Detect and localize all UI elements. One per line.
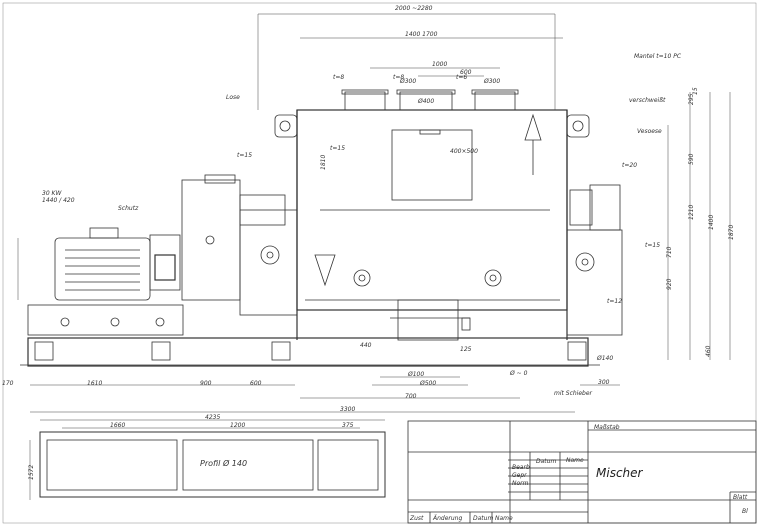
nozzle-mid [399, 91, 453, 111]
dim-base-375: 375 [342, 422, 354, 429]
label-t6: t=6 [456, 74, 468, 81]
dim-right-460: 460 [705, 345, 712, 357]
gearbox [181, 179, 241, 301]
tb-blatt: Blatt [733, 494, 748, 501]
right-drive [589, 184, 621, 231]
nozzle-right [474, 91, 516, 111]
label-lose: Lose [226, 94, 240, 101]
label-schieber: mit Schieber [554, 390, 593, 397]
dim-600: 600 [460, 69, 472, 76]
tb-name: Name [566, 457, 584, 464]
label-vesoese: Vesoese [637, 128, 662, 135]
label-t15-left: t=15 [237, 152, 253, 159]
label-profil: Profil Ø 140 [200, 459, 248, 468]
dim-overall-width: 2000 ~2280 [395, 5, 433, 12]
left-plate [239, 209, 298, 316]
tb-datum: Datum [536, 458, 557, 465]
lug-left [274, 114, 298, 138]
right-plate [566, 229, 623, 336]
label-t20: t=20 [622, 162, 638, 169]
dim-right-1400: 1400 [708, 214, 715, 230]
tb-datum2: Datum [473, 515, 494, 522]
lug-right [566, 114, 590, 138]
label-t8b: t=8 [393, 74, 405, 81]
motor [54, 237, 151, 301]
tb-bl: Bl [742, 508, 748, 515]
base-frame [27, 337, 589, 367]
dim-bottom-100: Ø100 [408, 371, 425, 378]
plan-base [39, 431, 386, 498]
dim-left-170: 170 [2, 380, 14, 387]
dim-d140: Ø140 [597, 355, 614, 362]
label-motor: 30 KW 1440 / 420 [42, 190, 75, 204]
tb-norm: Norm [512, 480, 529, 487]
dim-bottom-600: 600 [250, 380, 262, 387]
dim-440: 440 [360, 342, 372, 349]
dim-weld-125: 125 [460, 346, 472, 353]
title-block [407, 420, 757, 524]
dim-right-710: 710 [666, 246, 673, 258]
label-t15-right: t=15 [645, 242, 661, 249]
label-verschweisst: verschweißt [629, 97, 666, 104]
dim-300b: Ø300 [484, 78, 501, 85]
dim-inner-width: 1400 1700 [405, 31, 438, 38]
dim-bottom-500: Ø500 [420, 380, 437, 387]
tb-zust: Zust [410, 515, 424, 522]
label-t12: t=12 [607, 298, 623, 305]
label-schutz: Schutz [118, 205, 139, 212]
dim-right-295: 295 [688, 93, 695, 105]
label-auslass: Ø ~ 0 [510, 370, 528, 377]
dim-right-590: 590 [688, 153, 695, 165]
tb-title: Mischer [596, 466, 643, 480]
label-t15-left2: t=15 [330, 145, 346, 152]
dim-right-1870: 1870 [728, 224, 735, 240]
dim-1000: 1000 [432, 61, 448, 68]
dim-bottom-1610: 1610 [87, 380, 103, 387]
shaft-right [484, 269, 502, 287]
outlet [397, 299, 459, 341]
dim-right-1210: 1210 [688, 204, 695, 220]
tb-gepr: Gepr [512, 472, 527, 479]
nozzle-left [344, 91, 386, 111]
hatch [391, 129, 473, 201]
dim-400: Ø400 [418, 98, 435, 105]
tb-name2: Name [495, 515, 513, 522]
dim-bottom-900: 900 [200, 380, 212, 387]
dim-base-1200: 1200 [230, 422, 246, 429]
dim-right-1810: 1810 [320, 154, 327, 170]
shaft-left [353, 269, 371, 287]
label-t8: t=8 [333, 74, 345, 81]
tb-aenderung: Änderung [433, 515, 463, 522]
tb-massstab: Maßstab [594, 424, 620, 431]
motor-base [27, 304, 184, 336]
dim-300a: Ø300 [400, 78, 417, 85]
dim-bottom-300: 300 [598, 379, 610, 386]
dim-bottom-700: 700 [405, 393, 417, 400]
dim-base-4235: 4235 [205, 414, 221, 421]
dim-bottom-3300: 3300 [340, 406, 356, 413]
dim-base-1660: 1660 [110, 422, 126, 429]
dim-base-1572: 1572 [28, 464, 35, 480]
label-mantel: Mantel t=10 PC [634, 53, 682, 60]
dim-right-15: 15 [692, 87, 699, 95]
tb-bearb: Bearb [512, 464, 530, 471]
dim-hatch: 400×500 [450, 148, 478, 155]
dim-right-920: 920 [666, 278, 673, 290]
